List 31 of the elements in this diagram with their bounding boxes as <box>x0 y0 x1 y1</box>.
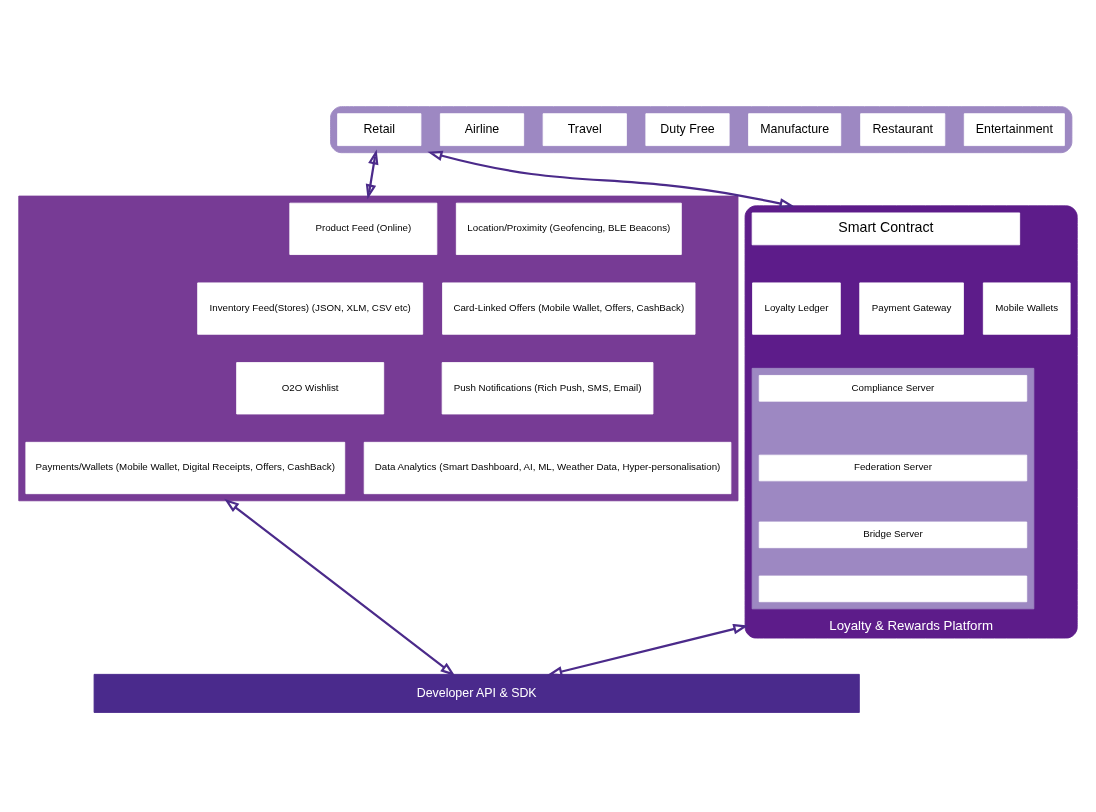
node-box: Product Feed (Online) <box>289 202 438 255</box>
node-box: Mobile Wallets <box>982 282 1071 335</box>
node-box: Manufacture <box>748 113 842 147</box>
node-box: Push Notifications (Rich Push, SMS, Email) <box>441 362 654 415</box>
cluster <box>18 195 739 502</box>
node-box: Bridge Server <box>758 521 1028 549</box>
node-box <box>758 575 1028 603</box>
node-box: Federation Server <box>758 454 1028 482</box>
cluster <box>751 367 1035 610</box>
node-box: Travel <box>542 113 627 147</box>
node-box: Developer API & SDK <box>93 673 860 713</box>
node-box: Smart Contract <box>751 212 1021 246</box>
node-box: Inventory Feed(Stores) (JSON, XLM, CSV etc) <box>197 282 424 335</box>
node-box: Retail <box>337 113 422 147</box>
node-box: Data Analytics (Smart Dashboard, AI, ML, Weather Data, Hyper-personalisation) <box>363 441 732 495</box>
cluster <box>330 106 1073 154</box>
node-box: Card-Linked Offers (Mobile Wallet, Offers, CashBack) <box>442 282 696 335</box>
node-box: Restaurant <box>860 113 946 147</box>
node-box: Entertainment <box>963 113 1065 147</box>
node-box: O2O Wishlist <box>236 362 385 415</box>
arrow <box>427 150 795 209</box>
node-box: Duty Free <box>645 113 730 147</box>
arrow <box>547 623 749 677</box>
node-box: Airline <box>439 113 525 147</box>
node-box: Compliance Server <box>758 375 1028 402</box>
arrow <box>365 149 379 200</box>
node-box: Location/Proximity (Geofencing, BLE Beacons) <box>455 202 682 255</box>
node-box: Loyalty Ledger <box>752 282 841 335</box>
node-box: Payment Gateway <box>859 282 964 335</box>
node-box: Payments/Wallets (Mobile Wallet, Digital Receipts, Offers, CashBack) <box>25 441 346 495</box>
arrow <box>224 498 456 677</box>
